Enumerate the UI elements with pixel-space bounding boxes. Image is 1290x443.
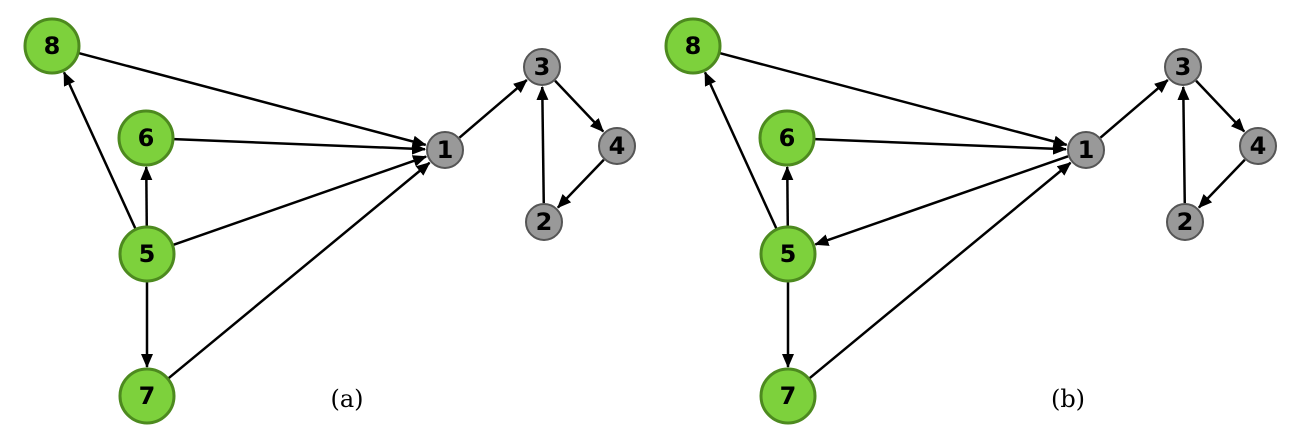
node-circle-2 bbox=[525, 203, 563, 241]
node-label-7: 7 bbox=[780, 382, 797, 410]
edge-1-to-5 bbox=[814, 155, 1069, 246]
node-7: 7 bbox=[118, 367, 176, 425]
node-2: 2 bbox=[525, 203, 563, 241]
node-circle-4 bbox=[598, 127, 636, 165]
node-circle-7 bbox=[759, 367, 817, 425]
node-label-8: 8 bbox=[44, 32, 61, 60]
edge-5-to-8 bbox=[62, 71, 137, 230]
node-4: 4 bbox=[1239, 127, 1277, 165]
edge-3-to-4 bbox=[1195, 79, 1246, 133]
edge-7-to-1 bbox=[167, 161, 431, 380]
node-circle-4 bbox=[1239, 127, 1277, 165]
node-5: 5 bbox=[118, 225, 176, 283]
edge-5-to-1 bbox=[173, 155, 428, 246]
node-3: 3 bbox=[523, 48, 561, 86]
node-2: 2 bbox=[1166, 203, 1204, 241]
node-1: 1 bbox=[426, 131, 464, 169]
nodes-a: 8 6 5 7 1 3 4 2 bbox=[23, 17, 636, 425]
node-label-1: 1 bbox=[1078, 136, 1095, 164]
node-label-4: 4 bbox=[609, 132, 626, 160]
node-circle-8 bbox=[23, 17, 81, 75]
node-circle-3 bbox=[523, 48, 561, 86]
edge-7-to-1 bbox=[808, 161, 1072, 380]
node-label-8: 8 bbox=[685, 32, 702, 60]
edge-4-to-2 bbox=[556, 158, 605, 209]
node-label-3: 3 bbox=[1175, 53, 1192, 81]
node-circle-6 bbox=[117, 109, 175, 167]
edge-1-to-3 bbox=[458, 79, 528, 139]
edge-8-to-1 bbox=[78, 51, 427, 148]
node-circle-6 bbox=[758, 109, 816, 167]
node-3: 3 bbox=[1164, 48, 1202, 86]
node-circle-7 bbox=[118, 367, 176, 425]
panel-a: 8 6 5 7 1 3 4 2 (a) bbox=[23, 17, 636, 425]
node-7: 7 bbox=[759, 367, 817, 425]
node-6: 6 bbox=[758, 109, 816, 167]
node-1: 1 bbox=[1067, 131, 1105, 169]
edge-5-to-8 bbox=[703, 71, 778, 230]
caption-a: (a) bbox=[330, 385, 363, 413]
node-circle-2 bbox=[1166, 203, 1204, 241]
edge-5-to-6 bbox=[140, 165, 153, 227]
node-label-5: 5 bbox=[139, 240, 156, 268]
node-circle-3 bbox=[1164, 48, 1202, 86]
node-label-4: 4 bbox=[1250, 132, 1267, 160]
node-circle-1 bbox=[1067, 131, 1105, 169]
edges-b bbox=[703, 51, 1246, 380]
edge-2-to-3 bbox=[536, 85, 549, 204]
nodes-b: 8 6 5 7 1 3 4 2 bbox=[664, 17, 1277, 425]
node-circle-5 bbox=[759, 225, 817, 283]
node-5: 5 bbox=[759, 225, 817, 283]
edge-4-to-2 bbox=[1197, 158, 1246, 209]
edge-8-to-1 bbox=[719, 51, 1068, 148]
edge-2-to-3 bbox=[1177, 85, 1190, 204]
edges-a bbox=[62, 51, 605, 380]
node-label-6: 6 bbox=[138, 124, 155, 152]
edge-3-to-4 bbox=[554, 79, 605, 133]
node-8: 8 bbox=[23, 17, 81, 75]
node-8: 8 bbox=[664, 17, 722, 75]
edge-5-to-6 bbox=[781, 165, 794, 227]
node-circle-1 bbox=[426, 131, 464, 169]
edge-6-to-1 bbox=[814, 137, 1068, 155]
node-label-5: 5 bbox=[780, 240, 797, 268]
node-label-2: 2 bbox=[536, 208, 553, 236]
node-label-6: 6 bbox=[779, 124, 796, 152]
node-circle-8 bbox=[664, 17, 722, 75]
node-4: 4 bbox=[598, 127, 636, 165]
edge-1-to-3 bbox=[1099, 79, 1169, 139]
node-label-1: 1 bbox=[437, 136, 454, 164]
node-circle-5 bbox=[118, 225, 176, 283]
edge-6-to-1 bbox=[173, 137, 427, 155]
node-label-7: 7 bbox=[139, 382, 156, 410]
panel-b: 8 6 5 7 1 3 4 2 (b) bbox=[664, 17, 1277, 425]
node-label-2: 2 bbox=[1177, 208, 1194, 236]
node-6: 6 bbox=[117, 109, 175, 167]
node-label-3: 3 bbox=[534, 53, 551, 81]
caption-b: (b) bbox=[1051, 385, 1085, 413]
